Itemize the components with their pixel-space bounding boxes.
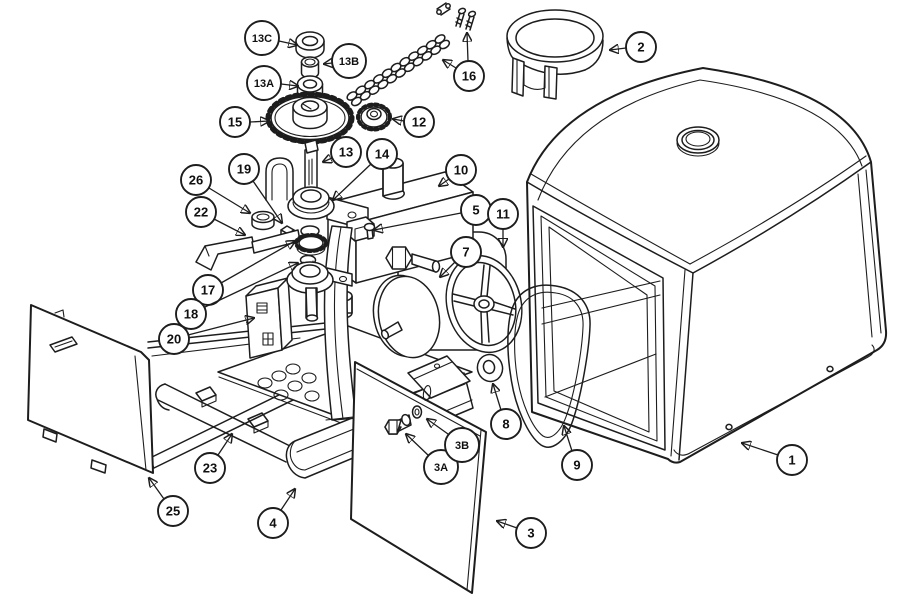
callout-label: 19 [237, 162, 251, 177]
callout-label: 2 [637, 40, 644, 55]
part-washer-3b [411, 405, 423, 419]
callout-label: 9 [573, 458, 580, 473]
mounting-screws [455, 7, 477, 31]
part-control-box [245, 277, 293, 359]
callout-label: 7 [462, 245, 469, 260]
part-chain-and-screws [346, 2, 477, 107]
part-drive-shaft [304, 139, 319, 193]
callout-label: 13C [252, 33, 272, 45]
part-loop-bracket [265, 157, 294, 201]
callout-4: 4 [257, 489, 295, 539]
callout-label: 11 [496, 207, 510, 222]
callout-23: 23 [194, 434, 232, 484]
callout-label: 22 [194, 205, 208, 220]
part-end-cap [506, 9, 604, 100]
callout-label: 14 [375, 147, 390, 162]
part-bushing-13b [300, 56, 320, 79]
callout-5: 5 [374, 194, 492, 230]
callout-label: 5 [472, 203, 479, 218]
callout-12: 12 [393, 106, 435, 138]
callout-9: 9 [561, 426, 593, 481]
callout-label: 15 [228, 115, 242, 130]
part-belt [507, 284, 591, 448]
callout-label: 13B [339, 56, 359, 68]
callout-label: 23 [203, 461, 217, 476]
callout-label: 3B [455, 440, 469, 452]
callout-label: 3A [434, 462, 448, 474]
channel-flange-bracket [407, 355, 471, 399]
callout-13c: 13C [244, 20, 297, 56]
callout-3a: 3A [406, 434, 459, 485]
callout-label: 26 [189, 173, 203, 188]
lower-bearing [286, 261, 353, 322]
callout-11: 11 [487, 198, 519, 247]
master-link [436, 2, 451, 16]
callout-label: 1 [788, 453, 795, 468]
callout-10: 10 [439, 154, 477, 186]
callout-label: 13A [254, 78, 274, 90]
part-door-panel [350, 361, 487, 594]
callout-26: 26 [180, 164, 250, 213]
callout-8: 8 [490, 384, 522, 440]
callout-label: 20 [167, 332, 181, 347]
callout-3b: 3B [427, 419, 480, 463]
callouts: 1 2 3 3A 3B 4 5 [149, 20, 808, 549]
callout-2: 2 [610, 31, 657, 63]
callout-label: 3 [527, 526, 534, 541]
callout-label: 13 [339, 145, 353, 160]
part-small-sprocket [356, 102, 392, 132]
callout-14: 14 [333, 138, 398, 200]
callout-17: 17 [192, 241, 295, 306]
callout-13b: 13B [324, 43, 367, 79]
callout-16: 16 [443, 33, 485, 92]
callout-label: 18 [184, 307, 198, 322]
part-grommet [476, 353, 504, 383]
callout-7: 7 [440, 236, 482, 277]
callout-13a: 13A [246, 65, 298, 101]
part-bearing-13c [295, 31, 325, 59]
part-pulley-disc [372, 274, 441, 359]
callout-20: 20 [158, 318, 254, 355]
callout-22: 22 [185, 196, 245, 235]
part-housing-cover [526, 67, 888, 464]
part-cap-26 [251, 210, 275, 231]
callout-25: 25 [149, 478, 189, 527]
callout-13: 13 [323, 136, 362, 168]
callout-19: 19 [228, 153, 282, 223]
callout-label: 4 [269, 516, 277, 531]
callout-label: 16 [462, 69, 476, 84]
support-arm [251, 229, 301, 254]
part-side-panel [27, 304, 154, 474]
callout-label: 17 [201, 283, 215, 298]
callout-label: 12 [412, 115, 426, 130]
callout-1: 1 [742, 443, 808, 476]
callout-15: 15 [219, 106, 269, 138]
callout-label: 8 [502, 417, 509, 432]
callout-3: 3 [497, 517, 547, 549]
housing-top-collar [676, 126, 720, 157]
upper-bearing [287, 186, 335, 220]
callout-18: 18 [175, 263, 298, 330]
housing-window [532, 205, 666, 451]
manual-release-knob [385, 246, 441, 273]
callout-label: 10 [454, 163, 468, 178]
part-interrupter-cam [294, 225, 328, 256]
part-drive-sprocket [265, 91, 355, 145]
part-bolt-3a [384, 413, 412, 435]
part-bracket-22 [195, 236, 255, 271]
callout-label: 25 [166, 504, 180, 519]
